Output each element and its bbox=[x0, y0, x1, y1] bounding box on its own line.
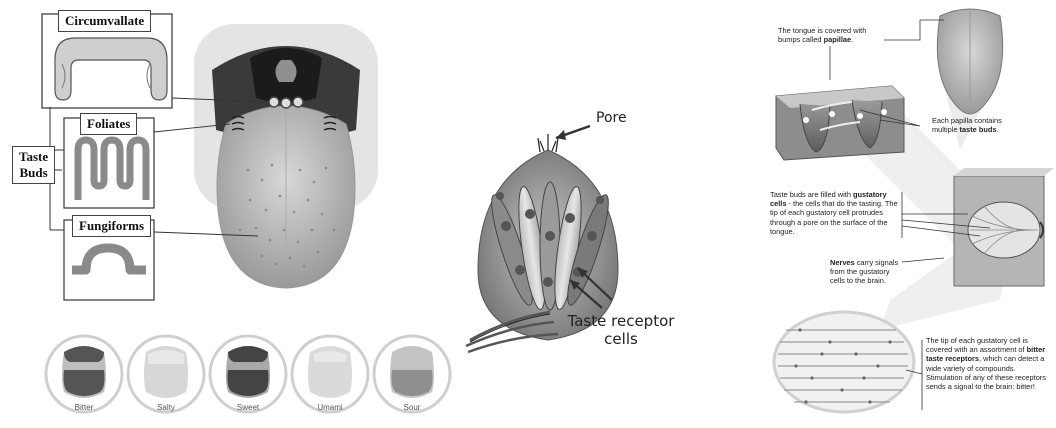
pore-label: Pore bbox=[596, 110, 627, 126]
taste-buds-label-line2: Buds bbox=[19, 165, 48, 181]
taste-caption-sour: Sour bbox=[372, 403, 452, 412]
taste-caption-bitter: Bitter bbox=[44, 403, 124, 412]
note-nerves-bold: Nerves bbox=[830, 258, 855, 267]
circumvallate-label: Circumvallate bbox=[58, 10, 151, 32]
note-bitter-receptors: The tip of each gustatory cell is covere… bbox=[926, 336, 1052, 391]
papilla-block-figure bbox=[776, 86, 904, 160]
taste-receptor-label-line2: cells bbox=[556, 330, 686, 348]
taste-receptor-label-line1: Taste receptor bbox=[556, 312, 686, 330]
taste-bud-block-figure bbox=[954, 168, 1054, 286]
taste-circles bbox=[46, 336, 450, 412]
taste-buds-label: Taste Buds bbox=[12, 146, 55, 184]
note-gustatory-text: Taste buds are filled with bbox=[770, 190, 853, 199]
note-taste-buds-end: . bbox=[997, 125, 999, 134]
fungiforms-label: Fungiforms bbox=[72, 215, 151, 237]
note-nerves: Nerves carry signals from the gustatory … bbox=[830, 258, 906, 286]
note-papillae-end: . bbox=[851, 35, 853, 44]
taste-caption-sweet: Sweet bbox=[208, 403, 288, 412]
note-gustatory-cells: Taste buds are filled with gustatory cel… bbox=[770, 190, 902, 236]
taste-caption-salty: Salty bbox=[126, 403, 206, 412]
note-gustatory-end: - the cells that do the tasting. The tip… bbox=[770, 199, 898, 236]
taste-receptor-label: Taste receptor cells bbox=[556, 312, 686, 348]
taste-caption-umami: Umami bbox=[290, 403, 370, 412]
note-taste-buds-bold: taste buds bbox=[960, 125, 997, 134]
mouth-tongue-figure bbox=[194, 24, 378, 288]
note-bitter-text: The tip of each gustatory cell is covere… bbox=[926, 336, 1028, 354]
note-papillae-bold: papillae bbox=[824, 35, 852, 44]
note-papillae: The tongue is covered with bumps called … bbox=[778, 26, 888, 44]
foliates-label: Foliates bbox=[80, 113, 137, 135]
taste-buds-label-line1: Taste bbox=[19, 149, 48, 165]
note-taste-buds: Each papilla contains multiple taste bud… bbox=[932, 116, 1028, 134]
cell-tip-circle-figure bbox=[774, 312, 914, 412]
